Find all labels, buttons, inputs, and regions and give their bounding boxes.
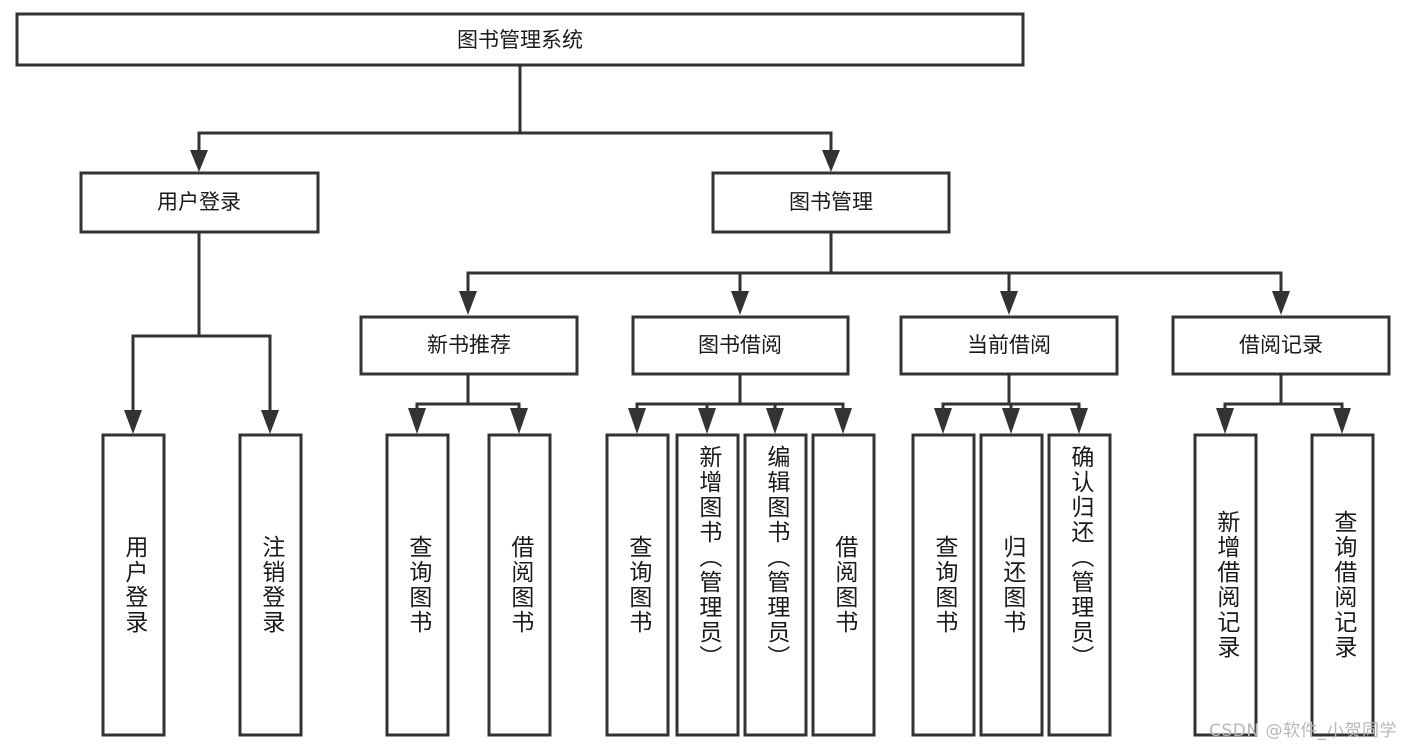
arrow-record-leaf-1 xyxy=(1216,408,1234,434)
leaf-box-current-borrow-1[interactable] xyxy=(911,433,976,737)
arrow-current-leaf-3 xyxy=(1070,408,1088,434)
arrow-bookmgmt-to-record xyxy=(1272,291,1290,315)
leaf-box-book-borrow-2[interactable] xyxy=(675,433,740,737)
arrow-user-leaf-2 xyxy=(261,410,279,434)
arrow-bookmgmt-to-borrow xyxy=(731,291,749,315)
node-new-book-recommend-label: 新书推荐 xyxy=(427,333,511,357)
arrow-borrow-leaf-2 xyxy=(698,408,716,434)
node-user-login[interactable]: 用户登录 xyxy=(79,171,320,234)
arrow-borrow-leaf-3 xyxy=(766,408,784,434)
leaf-group-borrow-record xyxy=(1193,433,1375,737)
node-root-box[interactable] xyxy=(15,12,1025,67)
leaf-box-book-borrow-3[interactable] xyxy=(743,433,808,737)
node-user-login-box[interactable] xyxy=(79,171,320,234)
leaf-box-new-book-1[interactable] xyxy=(385,433,450,737)
leaf-box-user-login-2[interactable] xyxy=(238,433,303,737)
node-book-borrow-box[interactable] xyxy=(631,315,850,376)
arrow-bookmgmt-to-newbook xyxy=(459,291,477,315)
arrow-current-leaf-1 xyxy=(934,408,952,434)
leaf-box-user-login-1[interactable] xyxy=(101,433,166,737)
connector-group-borrow-record xyxy=(1216,373,1351,434)
node-new-book-recommend-box[interactable] xyxy=(359,315,579,376)
leaf-box-new-book-2[interactable] xyxy=(487,433,552,737)
node-book-borrow[interactable]: 图书借阅 xyxy=(631,315,850,376)
node-current-borrow[interactable]: 当前借阅 xyxy=(899,315,1119,376)
watermark-text: CSDN @软件_小贺同学 xyxy=(1209,721,1397,741)
node-current-borrow-box[interactable] xyxy=(899,315,1119,376)
leaf-group-new-book-recommend xyxy=(385,433,552,737)
node-borrow-record[interactable]: 借阅记录 xyxy=(1171,315,1391,376)
arrow-newbook-leaf-1 xyxy=(408,408,426,434)
node-book-management-label: 图书管理 xyxy=(789,190,873,214)
arrow-user-leaf-1 xyxy=(124,410,142,434)
leaf-box-book-borrow-1[interactable] xyxy=(605,433,670,737)
node-root[interactable]: 图书管理系统 xyxy=(15,12,1025,67)
node-book-management[interactable]: 图书管理 xyxy=(711,171,951,234)
arrow-current-leaf-2 xyxy=(1002,408,1020,434)
arrow-root-to-user xyxy=(190,150,208,172)
node-borrow-record-label: 借阅记录 xyxy=(1239,333,1323,357)
leaf-box-current-borrow-3[interactable] xyxy=(1047,433,1112,737)
connector-group-root xyxy=(190,63,840,172)
connector-group-new-book xyxy=(408,373,528,434)
leaf-box-borrow-record-1[interactable] xyxy=(1193,433,1258,737)
node-root-label: 图书管理系统 xyxy=(457,28,583,52)
leaf-box-book-borrow-4[interactable] xyxy=(811,433,876,737)
connector-group-book-borrow xyxy=(628,373,852,434)
arrow-borrow-leaf-1 xyxy=(628,408,646,434)
connector-group-book-management xyxy=(459,230,1290,315)
connector-group-current-borrow xyxy=(934,373,1088,434)
leaf-group-book-borrow xyxy=(605,433,876,737)
node-current-borrow-label: 当前借阅 xyxy=(967,333,1051,357)
arrow-bookmgmt-to-current xyxy=(1000,291,1018,315)
arrow-root-to-bookmgmt xyxy=(822,150,840,172)
leaf-box-borrow-record-2[interactable] xyxy=(1310,433,1375,737)
node-new-book-recommend[interactable]: 新书推荐 xyxy=(359,315,579,376)
arrow-record-leaf-2 xyxy=(1333,408,1351,434)
node-book-borrow-label: 图书借阅 xyxy=(698,333,782,357)
arrow-newbook-leaf-2 xyxy=(510,408,528,434)
node-user-login-label: 用户登录 xyxy=(157,190,241,214)
leaf-group-current-borrow xyxy=(911,433,1112,737)
leaf-box-current-borrow-2[interactable] xyxy=(979,433,1044,737)
connector-group-user-login xyxy=(124,230,279,434)
arrow-borrow-leaf-4 xyxy=(834,408,852,434)
node-borrow-record-box[interactable] xyxy=(1171,315,1391,376)
node-book-management-box[interactable] xyxy=(711,171,951,234)
leaf-group-user-login xyxy=(101,433,303,737)
